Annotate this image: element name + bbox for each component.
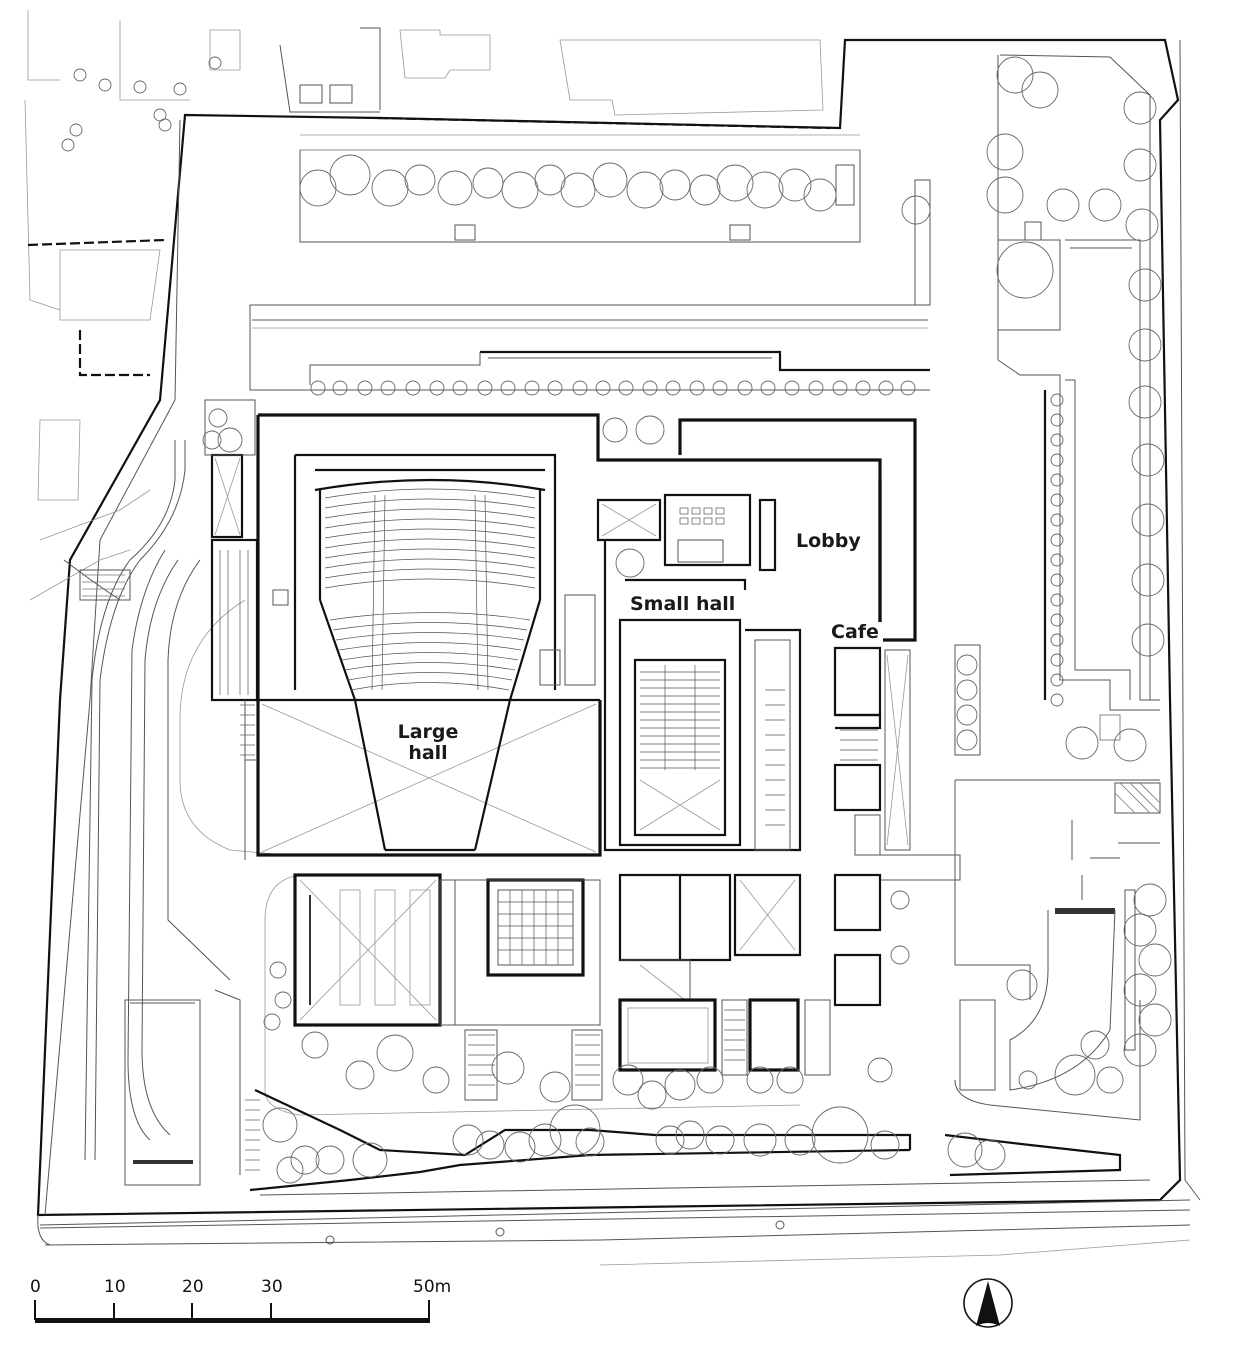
south-block <box>263 873 910 1116</box>
neighbour-trees <box>61 56 222 152</box>
room-label-large-hall-line1: Large <box>397 721 459 743</box>
south-courtyard-trees <box>263 890 910 1110</box>
small-hall-block <box>596 480 882 852</box>
site-boundary <box>36 38 1201 1266</box>
south-promenade-trees <box>262 1104 1006 1184</box>
scale-label-30: 30 <box>261 1277 283 1297</box>
large-hall-seating <box>324 488 536 691</box>
scale-label-20: 20 <box>182 1277 204 1297</box>
room-label-cafe: Cafe <box>831 622 883 643</box>
scale-label-10: 10 <box>104 1277 126 1297</box>
northeast-garden <box>954 54 1165 762</box>
room-label-large-hall-line2: hall <box>408 742 448 764</box>
north-courtyard <box>299 134 861 243</box>
scale-label-0: 0 <box>30 1277 41 1297</box>
scale-bar <box>34 1300 430 1323</box>
scale-label-50m: 50m <box>413 1277 452 1297</box>
neighbour-buildings <box>24 10 831 601</box>
small-hall-seating <box>640 665 720 770</box>
room-label-lobby: Lobby <box>796 530 861 552</box>
south-promenade <box>39 1089 1191 1245</box>
north-walkway <box>249 179 931 396</box>
east-narrow-tree-row <box>1050 393 1064 707</box>
room-label-small-hall: Small hall <box>630 594 745 615</box>
north-arrow-icon <box>963 1278 1013 1328</box>
cafe-block <box>833 646 961 881</box>
room-label-large-hall: Large hall <box>388 722 468 764</box>
west-driveway <box>63 440 286 1186</box>
north-walkway-tree-row <box>310 380 916 396</box>
large-hall-block <box>202 399 917 860</box>
east-plaza <box>954 779 1172 1121</box>
